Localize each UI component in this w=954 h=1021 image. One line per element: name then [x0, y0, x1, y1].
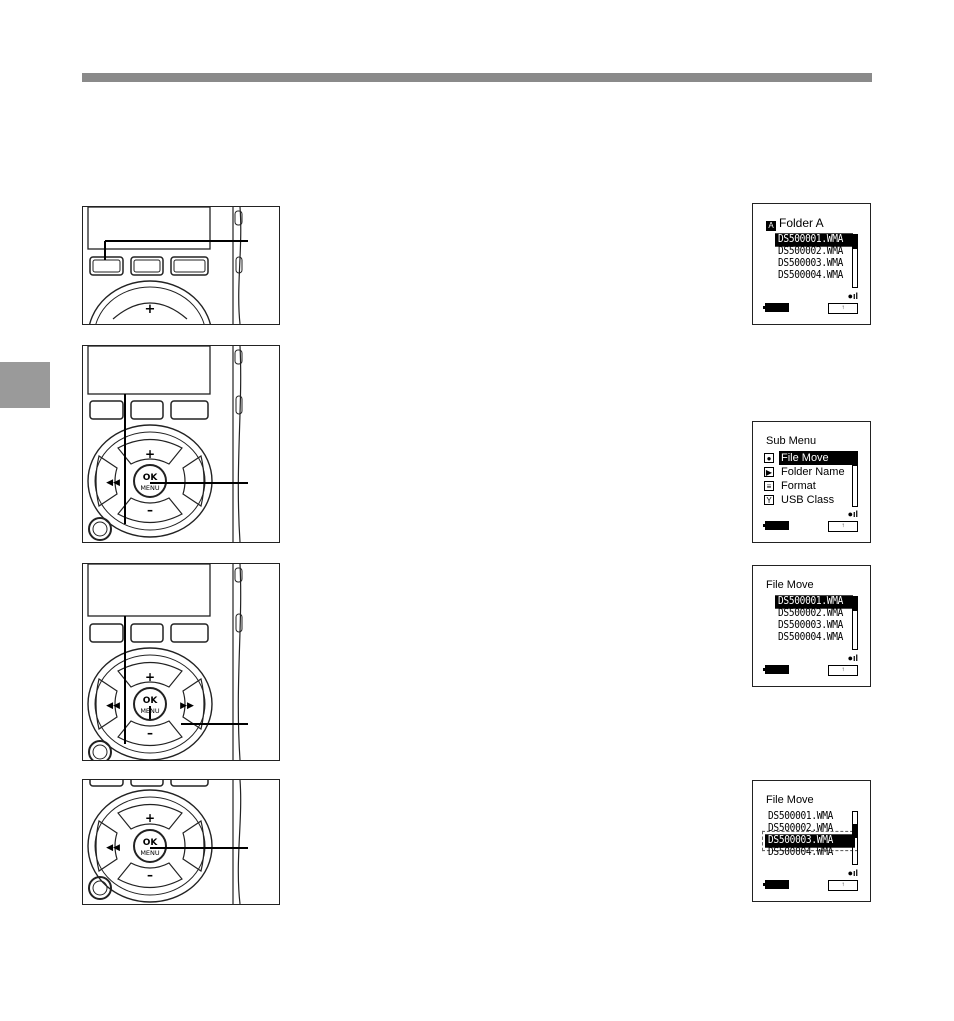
file-row: DS500004.WMA: [768, 846, 834, 859]
svg-text:◀◀: ◀◀: [106, 843, 120, 853]
menu-item-format: ≡Format: [764, 479, 853, 493]
lcd-screen-file-move-target: File Move DS500001.WMA DS500002.WMA DS50…: [752, 780, 871, 902]
file-row: DS500001.WMA: [768, 810, 834, 823]
play-icon: ▶: [764, 467, 774, 477]
file-row: DS500004.WMA: [778, 269, 844, 282]
device-illustration-step-3: OK MENU + – ◀◀ ▶▶: [82, 563, 280, 761]
file-row: DS500002.WMA: [768, 822, 834, 835]
list-icon: ≡: [764, 481, 774, 491]
lcd-screen-sub-menu: Sub Menu ●File Move ▶Folder Name ≡Format…: [752, 421, 871, 543]
header-rule: [82, 73, 872, 82]
battery-icon: [763, 665, 789, 674]
file-row: DS500002.WMA: [778, 245, 844, 258]
file-list: DS500001.WMA DS500002.WMA DS500003.WMA D…: [775, 233, 853, 282]
lcd-title: Sub Menu: [766, 435, 817, 447]
record-dot-icon: ●: [764, 453, 774, 463]
folder-button: [89, 256, 124, 276]
folder-A-icon: A: [766, 221, 776, 231]
svg-text:OK: OK: [143, 696, 159, 706]
scrollbar: [852, 811, 858, 865]
counter-box-icon: ↑: [828, 665, 858, 676]
file-list: DS500001.WMA DS500002.WMA DS500003.WMA D…: [762, 810, 858, 859]
svg-text:–: –: [147, 503, 153, 517]
counter-box-icon: ↑: [828, 521, 858, 532]
counter-box-icon: ↑: [828, 303, 858, 314]
chapter-tab: [0, 362, 50, 408]
svg-text:OK: OK: [143, 838, 159, 848]
counter-box-icon: ↑: [828, 880, 858, 891]
device-illustration-step-4: OK MENU + – ◀◀: [82, 779, 280, 905]
svg-text:◀◀: ◀◀: [106, 701, 120, 711]
svg-text:+: +: [145, 302, 156, 317]
microphone-level-icon: ●ıl: [847, 653, 858, 663]
scrollbar: [852, 234, 858, 288]
file-row: DS500004.WMA: [778, 631, 844, 644]
scrollbar: [852, 596, 858, 650]
svg-text:OK: OK: [143, 473, 159, 483]
svg-text:–: –: [147, 726, 153, 740]
battery-icon: [763, 880, 789, 889]
svg-text:MENU: MENU: [140, 849, 160, 857]
svg-text:◀◀: ◀◀: [106, 478, 120, 488]
battery-icon: [763, 303, 789, 312]
file-list: DS500001.WMA DS500002.WMA DS500003.WMA D…: [775, 595, 853, 644]
svg-text:+: +: [145, 447, 155, 461]
menu-item-folder-name: ▶Folder Name: [764, 466, 845, 478]
file-row-selected: DS500001.WMA: [775, 595, 853, 609]
file-row-selected: DS500001.WMA: [775, 233, 853, 247]
svg-text:+: +: [145, 670, 155, 684]
microphone-level-icon: ●ıl: [847, 291, 858, 301]
file-row: DS500003.WMA: [778, 257, 844, 270]
file-row: DS500002.WMA: [778, 607, 844, 620]
scrollbar: [852, 451, 858, 507]
antenna-icon: Y: [764, 495, 774, 505]
svg-text:+: +: [145, 811, 155, 825]
lcd-title: File Move: [766, 794, 814, 806]
device-illustration-step-1: +: [82, 206, 280, 325]
file-row-insert-position: DS500003.WMA: [762, 830, 858, 852]
svg-text:–: –: [147, 868, 153, 882]
microphone-level-icon: ●ıl: [847, 868, 858, 878]
svg-text:▶▶: ▶▶: [180, 701, 194, 711]
lcd-title: File Move: [766, 579, 814, 591]
svg-text:MENU: MENU: [140, 484, 160, 492]
microphone-level-icon: ●ıl: [847, 509, 858, 519]
lcd-screen-file-move: File Move DS500001.WMA DS500002.WMA DS50…: [752, 565, 871, 687]
battery-icon: [763, 521, 789, 530]
menu-item-file-move: ●File Move: [764, 451, 853, 465]
device-illustration-step-2: OK MENU + – ◀◀: [82, 345, 280, 543]
file-row: DS500003.WMA: [778, 619, 844, 632]
